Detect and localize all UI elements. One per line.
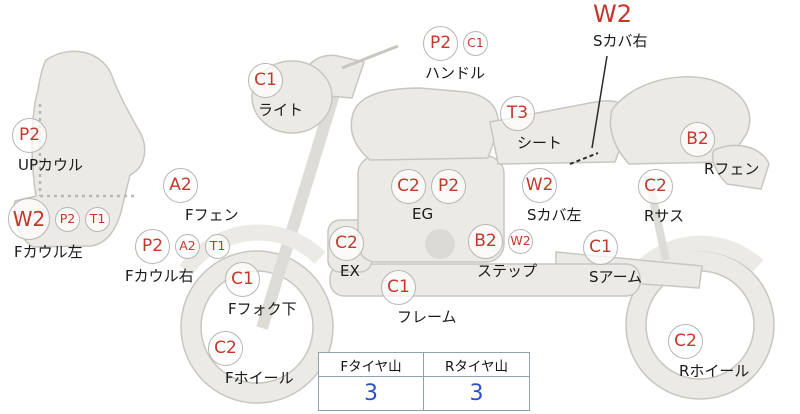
part-label-exhaust: C2 EX xyxy=(329,226,364,280)
part-label-light: C1 ライト xyxy=(248,63,303,120)
grade-badge: W2 xyxy=(522,168,557,203)
part-label-engine: C2 P2 EG xyxy=(391,169,466,223)
rear-fender-arc-shape xyxy=(632,235,764,278)
grade-badges: C1 xyxy=(225,262,260,297)
part-name: シート xyxy=(517,134,563,152)
grade-badge: A2 xyxy=(163,168,198,203)
grade-badge: C1 xyxy=(248,63,283,98)
part-name: Sカバ左 xyxy=(527,206,582,224)
engine-case-detail xyxy=(425,229,455,259)
grade-badges: C2 xyxy=(638,169,673,204)
grade-badges: W2 xyxy=(522,168,557,203)
grade-badge: P2 xyxy=(431,169,466,204)
grade-badge: B2 xyxy=(680,122,715,157)
part-label-handlebar: P2 C1 ハンドル xyxy=(423,26,488,83)
part-label-s-cover-right: W2 Sカバ右 xyxy=(585,2,648,51)
grade-badge: T3 xyxy=(500,96,535,131)
grade-badges: B2 xyxy=(680,122,715,157)
part-name: UPカウル xyxy=(18,156,84,174)
grade-badge: C2 xyxy=(668,324,703,359)
grade-badges: C2 xyxy=(668,324,703,359)
s-cover-right-pointer-dash xyxy=(569,152,599,165)
grade-badge: B2 xyxy=(468,224,503,259)
part-label-r-fender: B2 Rフェン xyxy=(680,122,759,179)
grade-badges: P2 xyxy=(12,118,47,153)
r-tire-tread-value: 3 xyxy=(469,381,484,406)
grade-badges: C1 xyxy=(381,270,416,305)
part-label-f-cowl-left: W2 P2 T1 Fカウル左 xyxy=(8,198,110,262)
grade-badges: B2 W2 xyxy=(468,224,533,259)
f-tire-tread-header: Fタイヤ山 xyxy=(319,353,424,377)
grade-badge: C1 xyxy=(583,230,618,265)
grade-badges: W2 xyxy=(585,2,632,26)
grade-badge: T1 xyxy=(205,234,230,259)
grade-badge: W2 xyxy=(8,198,50,240)
r-tire-tread-header: Rタイヤ山 xyxy=(424,353,529,377)
grade-badges: W2 P2 T1 xyxy=(8,198,110,240)
grade-badge: P2 xyxy=(12,118,47,153)
tire-tread-table: Fタイヤ山 Rタイヤ山 3 3 xyxy=(318,352,530,411)
part-name: Fフェン xyxy=(185,206,239,224)
part-label-seat: T3 シート xyxy=(500,96,562,153)
grade-badges: A2 xyxy=(163,168,198,203)
part-name: ライト xyxy=(258,101,304,119)
grade-badges: P2 A2 T1 xyxy=(135,229,230,264)
grade-badge: C2 xyxy=(638,169,673,204)
grade-badges: C1 xyxy=(248,63,283,98)
part-label-f-fender: A2 Fフェン xyxy=(163,168,239,225)
grade-badge: C2 xyxy=(329,226,364,261)
part-name: Sアーム xyxy=(589,268,643,286)
grade-badge: A2 xyxy=(175,234,200,259)
part-label-r-sus: C2 Rサス xyxy=(638,169,684,226)
part-label-s-cover-left: W2 Sカバ左 xyxy=(522,168,582,225)
part-name: Rホイール xyxy=(679,362,750,380)
grade-badge: C1 xyxy=(463,31,488,56)
grade-badge: P2 xyxy=(423,26,458,61)
part-name: EG xyxy=(412,205,434,223)
grade-badges: P2 C1 xyxy=(423,26,488,61)
part-name: Fホイール xyxy=(225,369,294,387)
tail-cowl-shape xyxy=(609,76,751,165)
grade-badge: C1 xyxy=(381,270,416,305)
s-cover-right-pointer-line xyxy=(591,55,608,149)
grade-badges: C2 xyxy=(208,331,243,366)
grade-badge: W2 xyxy=(593,0,632,28)
grade-badge: C2 xyxy=(391,169,426,204)
grade-badge: C2 xyxy=(208,331,243,366)
part-name: フレーム xyxy=(397,308,457,326)
part-label-step: B2 W2 ステップ xyxy=(468,224,537,281)
grade-badges: T3 xyxy=(500,96,535,131)
mirror-stem-shape xyxy=(341,44,399,70)
part-label-r-wheel: C2 Rホイール xyxy=(668,324,749,381)
grade-badge: T1 xyxy=(85,206,110,232)
part-label-up-cowl: P2 UPカウル xyxy=(12,118,83,175)
part-name: Fカウル右 xyxy=(125,267,194,285)
part-label-f-fork-lower: C1 Fフォク下 xyxy=(225,262,297,319)
part-name: Rフェン xyxy=(704,160,760,178)
front-fender-shape xyxy=(179,224,326,275)
part-name: Fフォク下 xyxy=(228,300,297,318)
grade-badge: P2 xyxy=(55,206,80,232)
grade-badge: C1 xyxy=(225,262,260,297)
part-name: ハンドル xyxy=(425,64,486,82)
grade-badge: W2 xyxy=(508,229,533,254)
grade-badge: P2 xyxy=(135,229,170,264)
front-cowl-shape xyxy=(13,50,146,248)
part-label-frame: C1 フレーム xyxy=(381,270,457,327)
fuel-tank-shape xyxy=(350,87,499,161)
grade-badges: C2 xyxy=(329,226,364,261)
part-label-f-cowl-right: P2 A2 T1 Fカウル右 xyxy=(125,229,230,286)
rear-mudguard-shape xyxy=(711,144,770,190)
part-name: Fカウル左 xyxy=(14,243,83,261)
part-name: Sカバ右 xyxy=(593,32,648,50)
f-tire-tread-value: 3 xyxy=(319,377,424,410)
part-name: EX xyxy=(340,262,360,280)
part-name: Rサス xyxy=(644,207,685,225)
part-name: ステップ xyxy=(477,262,538,280)
front-fork-shape xyxy=(256,86,342,330)
part-label-f-wheel: C2 Fホイール xyxy=(208,331,294,388)
grade-badges: C2 P2 xyxy=(391,169,466,204)
grade-badges: C1 xyxy=(583,230,618,265)
part-label-s-arm: C1 Sアーム xyxy=(583,230,642,287)
